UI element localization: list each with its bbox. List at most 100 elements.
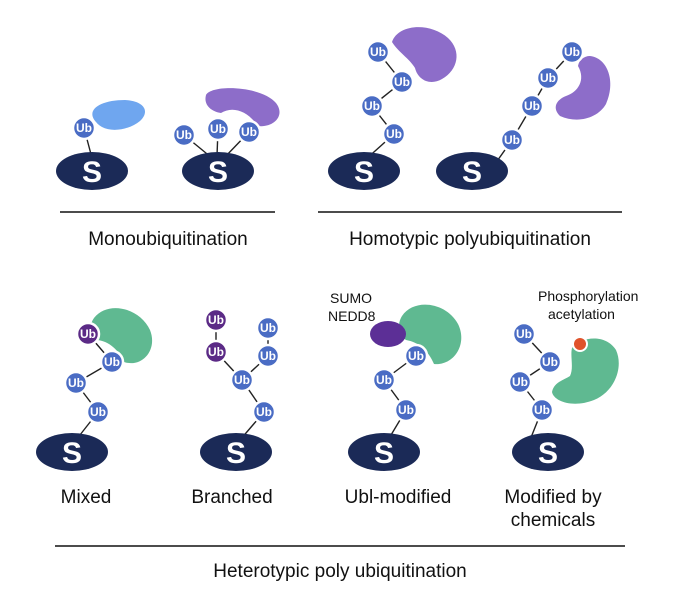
- ub-node: Ub: [171, 122, 197, 148]
- svg-text:S: S: [62, 437, 82, 470]
- ub-node: Ub: [519, 93, 545, 119]
- homotypic-panel-a: Ub Ub Ub Ub S: [328, 27, 457, 190]
- svg-text:Ub: Ub: [176, 128, 192, 142]
- svg-text:Ub: Ub: [260, 321, 276, 335]
- substrate: S: [56, 152, 128, 190]
- svg-text:Ub: Ub: [260, 349, 276, 363]
- svg-text:Ub: Ub: [80, 327, 96, 341]
- ub-node: Ub: [511, 321, 537, 347]
- svg-text:Ub: Ub: [256, 405, 272, 419]
- ub-node: Ub: [365, 39, 391, 65]
- svg-text:Ub: Ub: [370, 45, 386, 59]
- ub-node: Ub: [255, 315, 281, 341]
- ub-node: Ub: [229, 367, 255, 393]
- caption-modified-line2: chemicals: [511, 510, 595, 531]
- substrate: S: [436, 152, 508, 190]
- svg-text:Ub: Ub: [512, 375, 528, 389]
- ub-node: Ub: [205, 116, 231, 142]
- ubl-panel: SUMO NEDD8 Ub Ub Ub S: [328, 290, 462, 471]
- substrate: S: [328, 152, 400, 190]
- ub-node: Ub: [559, 39, 585, 65]
- branched-panel: Ub Ub Ub Ub Ub Ub S: [200, 307, 281, 471]
- caption-branched: Branched: [191, 487, 272, 508]
- mono-panel-a: Ub S: [56, 100, 145, 190]
- substrate: S: [512, 433, 584, 471]
- label-sumo: SUMO: [330, 290, 372, 306]
- ub-node: Ub: [389, 69, 415, 95]
- ub-node: Ub: [359, 93, 385, 119]
- svg-text:Ub: Ub: [68, 376, 84, 390]
- ub-node-dark: Ub: [75, 321, 101, 347]
- ub-node: Ub: [529, 397, 555, 423]
- svg-text:S: S: [82, 156, 102, 189]
- caption-heterotypic: Heterotypic poly ubiquitination: [213, 561, 467, 582]
- substrate: S: [348, 433, 420, 471]
- mixed-panel: Ub Ub Ub Ub S: [36, 308, 153, 471]
- svg-text:Ub: Ub: [408, 349, 424, 363]
- svg-text:Ub: Ub: [104, 355, 120, 369]
- label-acetylation: acetylation: [548, 306, 615, 322]
- svg-text:Ub: Ub: [376, 373, 392, 387]
- svg-text:Ub: Ub: [564, 45, 580, 59]
- svg-text:S: S: [462, 156, 482, 189]
- ub-node: Ub: [381, 121, 407, 147]
- ub-node: Ub: [63, 370, 89, 396]
- chemical-panel: Phosphorylation acetylation Ub Ub Ub Ub …: [507, 288, 638, 471]
- blue-receptor: [92, 100, 145, 130]
- svg-text:Ub: Ub: [90, 405, 106, 419]
- svg-text:S: S: [374, 437, 394, 470]
- svg-text:S: S: [208, 156, 228, 189]
- svg-text:S: S: [538, 437, 558, 470]
- homotypic-panel-b: Ub Ub Ub Ub S: [436, 39, 611, 190]
- caption-modified-line1: Modified by: [504, 487, 602, 508]
- ub-node: Ub: [255, 343, 281, 369]
- svg-text:Ub: Ub: [542, 355, 558, 369]
- ubl-protein: [370, 321, 406, 347]
- svg-text:Ub: Ub: [241, 125, 257, 139]
- purple-receptor: [392, 27, 457, 82]
- svg-text:Ub: Ub: [398, 403, 414, 417]
- green-receptor: [398, 304, 462, 365]
- ub-node: Ub: [393, 397, 419, 423]
- svg-text:Ub: Ub: [504, 133, 520, 147]
- ub-node-dark: Ub: [203, 307, 229, 333]
- svg-text:Ub: Ub: [208, 345, 224, 359]
- purple-receptor: [555, 56, 611, 120]
- ub-node: Ub: [99, 349, 125, 375]
- mono-panel-b: Ub Ub Ub S: [171, 88, 280, 190]
- ub-node: Ub: [403, 343, 429, 369]
- label-nedd8: NEDD8: [328, 308, 376, 324]
- ub-node: Ub: [71, 115, 97, 141]
- ub-node: Ub: [499, 127, 525, 153]
- svg-text:Ub: Ub: [364, 99, 380, 113]
- ub-node: Ub: [85, 399, 111, 425]
- label-phosphorylation: Phosphorylation: [538, 288, 638, 304]
- svg-text:S: S: [354, 156, 374, 189]
- purple-receptor: [205, 88, 280, 127]
- caption-monoubiquitination: Monoubiquitination: [88, 229, 248, 250]
- svg-text:Ub: Ub: [516, 327, 532, 341]
- substrate: S: [36, 433, 108, 471]
- svg-text:Ub: Ub: [394, 75, 410, 89]
- phospho-dot: [574, 338, 586, 350]
- svg-text:S: S: [226, 437, 246, 470]
- svg-text:Ub: Ub: [210, 122, 226, 136]
- ub-node: Ub: [236, 119, 262, 145]
- svg-text:Ub: Ub: [524, 99, 540, 113]
- ub-node: Ub: [371, 367, 397, 393]
- svg-text:Ub: Ub: [76, 121, 92, 135]
- caption-ubl-modified: Ubl-modified: [345, 487, 452, 508]
- ub-node-dark: Ub: [203, 339, 229, 365]
- ub-node: Ub: [507, 369, 533, 395]
- svg-text:Ub: Ub: [534, 403, 550, 417]
- svg-text:Ub: Ub: [540, 71, 556, 85]
- green-receptor: [90, 308, 153, 364]
- green-receptor: [552, 338, 619, 404]
- caption-mixed: Mixed: [61, 487, 112, 508]
- substrate: S: [200, 433, 272, 471]
- svg-text:Ub: Ub: [386, 127, 402, 141]
- svg-text:Ub: Ub: [234, 373, 250, 387]
- caption-homotypic: Homotypic polyubiquitination: [349, 229, 591, 250]
- ub-node: Ub: [535, 65, 561, 91]
